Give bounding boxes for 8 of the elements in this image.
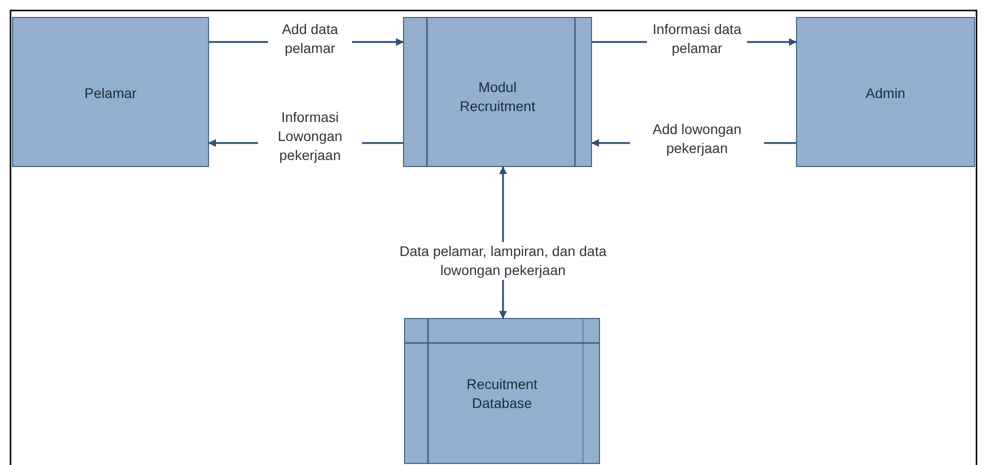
node-label: Pelamar	[83, 84, 138, 103]
node-label: Modul Recruitment	[458, 78, 536, 116]
entity-box	[12, 17, 209, 167]
node-label: Admin	[864, 84, 906, 103]
data-store-box	[404, 318, 600, 464]
process-box	[403, 17, 592, 167]
node-label: Recuitment Database	[466, 375, 538, 413]
entity-box	[796, 17, 975, 167]
